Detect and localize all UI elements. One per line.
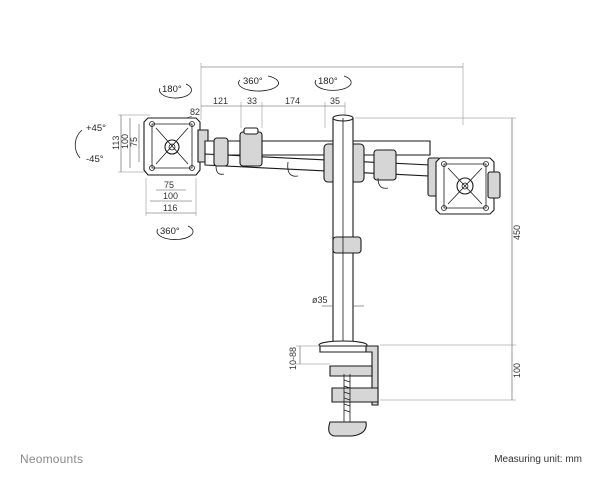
desk-clamp [318,340,379,437]
dim-vesa-height-outer: 113 [111,136,121,150]
rotation-label-arm: 360° [243,76,263,87]
dim-pole-diameter: ø35 [312,295,328,305]
dim-vesa-height-mid: 100 [120,134,130,149]
support-pole [332,114,362,349]
vesa-horizontal-dimension-lines [145,178,197,216]
rotation-label-screen: 360° [160,226,180,237]
dim-arm-depth: 82 [190,107,200,117]
tilt-arrow-icon [74,129,83,159]
right-vesa-plate [427,157,501,215]
horizontal-arm [204,127,431,189]
dim-arm-segment-4: 35 [330,96,340,106]
dim-total-height: 450 [512,225,522,240]
dim-vesa-width-outer: 116 [163,203,177,213]
screen-rotation-arrow-icon [156,225,194,240]
vesa-vertical-dimension-lines [118,114,150,173]
dim-desk-thickness: 10-88 [288,347,298,370]
dim-vesa-width-mid: 100 [163,191,178,201]
rotation-label-top-left: 180° [162,84,182,95]
tilt-down-label: -45° [86,154,104,165]
measuring-unit-note: Measuring unit: mm [494,454,582,465]
dim-vesa-height-inner: 75 [129,137,139,147]
rotation-arrow-icon [159,75,352,99]
top-dimension-lines [177,63,464,128]
dim-clamp-base-height: 100 [512,363,522,378]
dim-arm-segment-2: 33 [247,96,257,106]
height-dimension-lines [296,117,516,401]
dim-arm-segment-1: 121 [213,96,228,106]
rotation-label-arm-right: 180° [318,76,338,87]
dim-arm-segment-3: 174 [285,96,300,106]
dim-vesa-width-inner: 75 [164,180,174,190]
left-vesa-plate [143,117,209,176]
brand-name: Neomounts [20,452,84,466]
tilt-up-label: +45° [86,123,106,134]
